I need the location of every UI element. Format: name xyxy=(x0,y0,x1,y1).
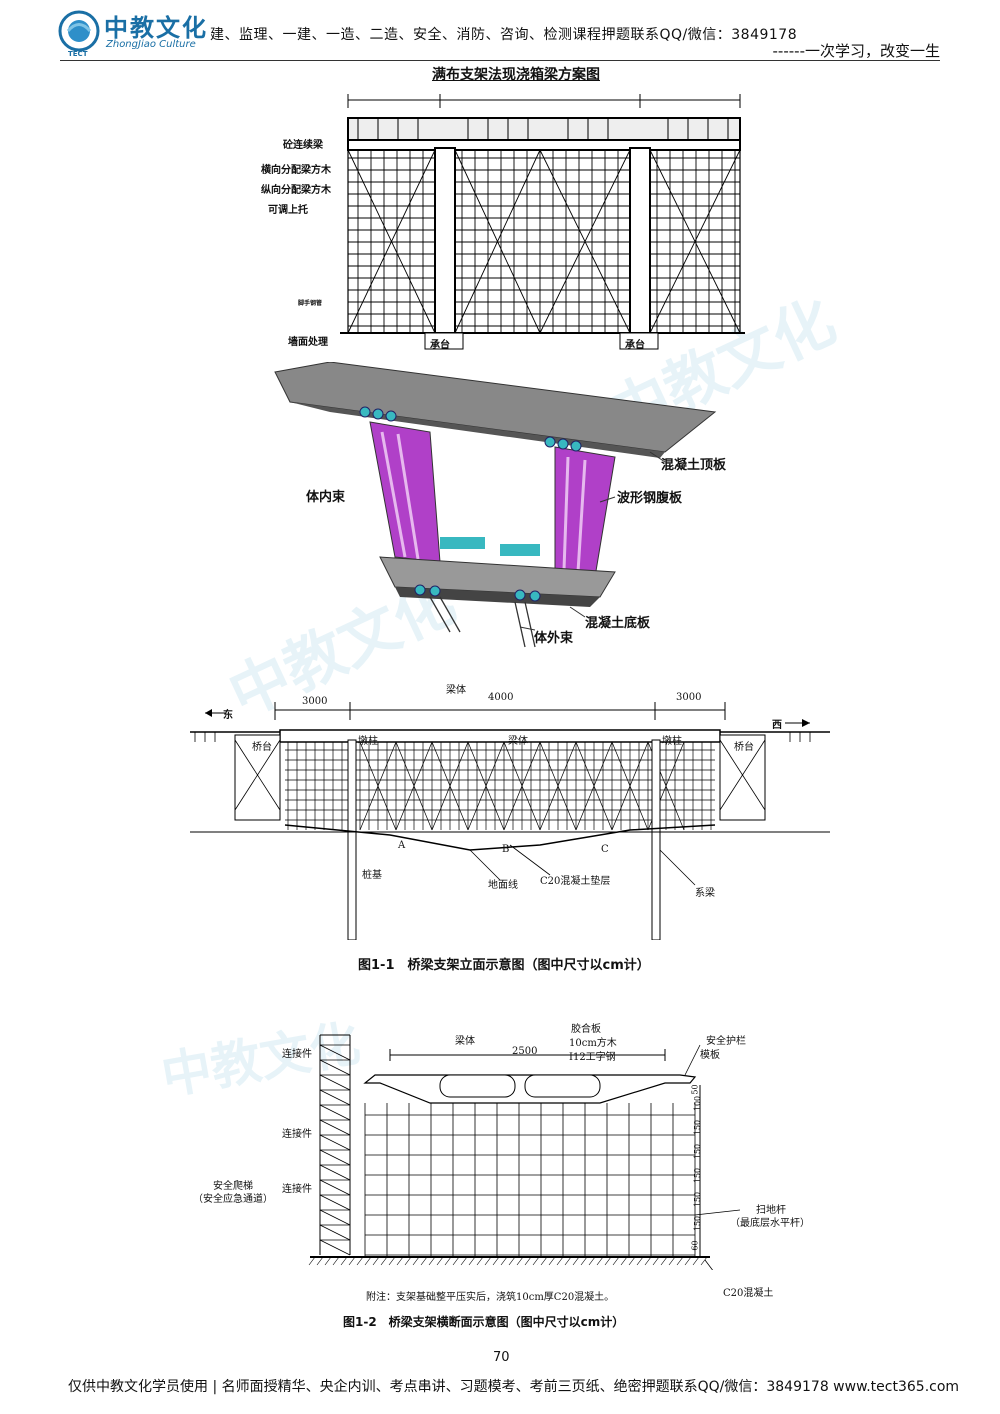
logo-cn: 中教文化 xyxy=(104,14,208,42)
label-beam-top: 梁体 xyxy=(446,685,466,696)
dim-right: 3000 xyxy=(676,692,702,703)
logo-icon xyxy=(58,10,100,52)
vdim: 150 xyxy=(693,1119,703,1136)
vdim: 150 xyxy=(693,1191,703,1208)
label-ground-line: 地面线 xyxy=(488,880,518,891)
label-wood: 10cm方木 xyxy=(569,1038,617,1049)
vdim: 150 xyxy=(693,1143,703,1160)
figure1-drawing xyxy=(340,94,745,350)
figure2-drawing xyxy=(274,362,717,648)
label-ground: 墙面处理 xyxy=(288,337,328,348)
header-text: 建、监理、一建、一造、二造、安全、消防、咨询、检测课程押题联系QQ/微信：384… xyxy=(210,27,798,43)
label-web: 波形钢腹板 xyxy=(617,491,683,506)
figure1-title: 满布支架法现浇箱梁方案图 xyxy=(432,67,600,83)
dim-left: 3000 xyxy=(302,696,328,707)
label-a: A xyxy=(398,840,406,851)
label-c20: C20混凝土垫层 xyxy=(540,876,611,887)
label-connector-2: 连接件 xyxy=(282,1129,312,1140)
label-guardrail: 安全护栏 xyxy=(706,1036,746,1047)
vdim: 100 xyxy=(693,1095,703,1112)
vdim: 50 xyxy=(690,1084,700,1095)
label-west: 西 xyxy=(772,720,782,731)
vertical-dims: 50 100 150 150 150 150 150 60 xyxy=(690,1084,706,1255)
label-bottom-slab: 混凝土底板 xyxy=(585,616,651,631)
label-b: B xyxy=(502,844,510,855)
figure3-caption: 图1-1 桥梁支架立面示意图（图中尺寸以cm计） xyxy=(358,958,650,973)
footer-text: 仅供中教文化学员使用 | 名师面授精华、央企内训、考点串讲、习题模考、考前三页纸… xyxy=(68,1379,960,1395)
label-connector-3: 连接件 xyxy=(282,1184,312,1195)
page-number: 70 xyxy=(493,1350,510,1365)
label-pier-left: 墩柱 xyxy=(358,736,378,747)
vdim: 60 xyxy=(690,1240,700,1251)
label-abutment-left: 桥台 xyxy=(252,742,272,753)
label-cap-right: 承台 xyxy=(625,340,645,351)
label-longitudinal-wood: 纵向分配梁方木 xyxy=(261,185,331,196)
label-ladder: 安全爬梯 xyxy=(213,1181,253,1192)
label-steel: I12工字钢 xyxy=(569,1052,616,1063)
label-outer-tendon: 体外束 xyxy=(534,631,574,646)
logo-en: ZhongJiao Culture xyxy=(106,39,196,50)
figure4-drawing xyxy=(308,1034,741,1270)
figure4-caption: 图1-2 桥梁支架横断面示意图（图中尺寸以cm计） xyxy=(343,1315,625,1329)
label-transverse-wood: 横向分配梁方木 xyxy=(261,165,331,176)
label-top-support: 可调上托 xyxy=(268,205,308,216)
figure3-drawing xyxy=(190,702,830,940)
label-beam: 砼连续梁 xyxy=(283,140,323,151)
label-plywood: 胶合板 xyxy=(571,1024,601,1035)
figure4-note: 附注：支架基础整平压实后，浇筑10cm厚C20混凝土。 xyxy=(366,1292,615,1303)
label-pier-right: 墩柱 xyxy=(662,736,682,747)
label-beam: 梁体 xyxy=(508,736,528,747)
logo-sub: TECT xyxy=(68,50,88,58)
vdim: 150 xyxy=(693,1215,703,1232)
dim-width: 2500 xyxy=(512,1046,538,1057)
label-tie-beam: 系梁 xyxy=(695,888,715,899)
logo: 中教文化 ZhongJiao Culture TECT xyxy=(58,8,218,58)
label-ladder-sub: （安全应急通道） xyxy=(193,1194,273,1205)
vdim: 150 xyxy=(693,1167,703,1184)
label-sweep-sub: （最底层水平杆） xyxy=(730,1218,810,1229)
dim-middle: 4000 xyxy=(488,692,514,703)
label-small: 脚手钢管 xyxy=(298,300,323,307)
label-beam-body: 梁体 xyxy=(455,1036,475,1047)
label-inner-tendon: 体内束 xyxy=(306,490,346,505)
label-cap-left: 承台 xyxy=(430,340,450,351)
label-east: 东 xyxy=(223,710,233,721)
label-top-slab: 混凝土顶板 xyxy=(661,458,727,473)
label-sweep-bar: 扫地杆 xyxy=(756,1205,786,1216)
label-formwork: 模板 xyxy=(700,1050,720,1061)
label-pile: 桩基 xyxy=(362,870,382,881)
header-divider xyxy=(60,60,940,61)
header-slogan: ------一次学习，改变一生 xyxy=(772,42,940,60)
label-c: C xyxy=(601,844,609,855)
label-connector-1: 连接件 xyxy=(282,1049,312,1060)
label-abutment-right: 桥台 xyxy=(734,742,754,753)
label-c20: C20混凝土 xyxy=(723,1288,774,1299)
